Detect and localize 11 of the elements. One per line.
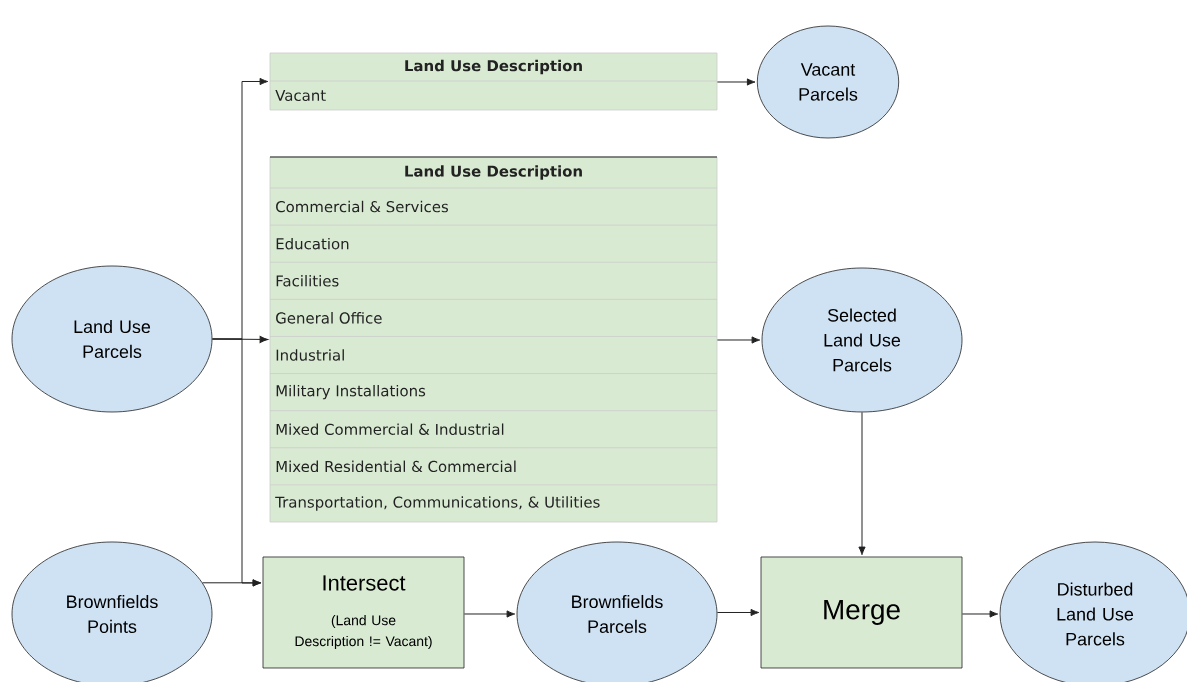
process-box: Merge (760, 556, 963, 669)
arrow (716, 336, 761, 344)
process-box: Intersect (Land Use Description != Vacant) (262, 556, 465, 669)
arrow (463, 610, 516, 618)
arrow (858, 411, 866, 556)
table: Land Use Description Commercial & Services Education Facilities General Office Industrial Military Installations Mixed Commercial & Industrial Mixed Residential & Commercial Transportation, Communications, & Utilities (269, 156, 718, 523)
table: Land Use Description Vacant (269, 52, 718, 111)
arrow (202, 579, 262, 587)
arrow (716, 78, 756, 86)
arrow (716, 608, 760, 617)
arrow (961, 610, 999, 618)
